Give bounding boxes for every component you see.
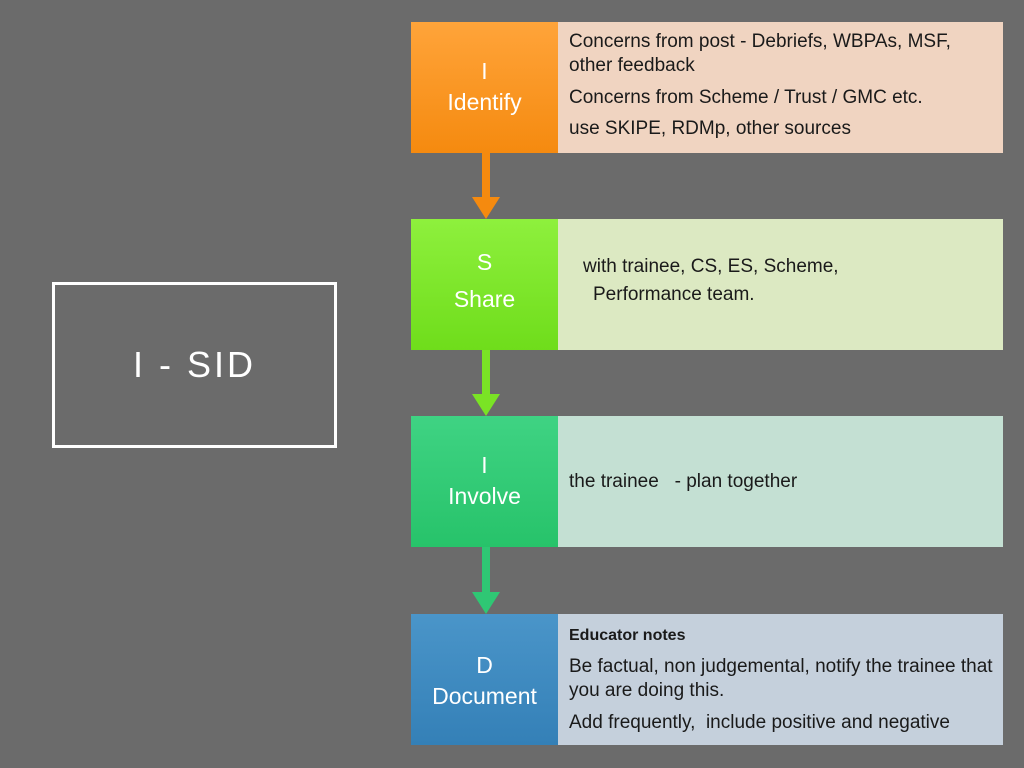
educator-notes-heading: Educator notes xyxy=(569,627,686,644)
step-identify-label: I Identify xyxy=(411,22,558,153)
step-share: S Share with trainee, CS, ES, Scheme, Pe… xyxy=(411,219,1003,350)
step-line: Concerns from Scheme / Trust / GMC etc. xyxy=(569,86,923,108)
step-involve: I Involve the trainee - plan together xyxy=(411,416,1003,547)
step-word: Identify xyxy=(447,89,522,116)
step-line: with trainee, CS, ES, Scheme, xyxy=(583,256,839,277)
step-line: Performance team. xyxy=(593,283,755,305)
arrow-involve-to-document xyxy=(472,547,500,614)
step-document: D Document Educator notes Be factual, no… xyxy=(411,614,1003,745)
arrow-head xyxy=(472,394,500,416)
step-line: Be factual, non judgemental, notify the … xyxy=(569,656,993,701)
arrow-head xyxy=(472,592,500,614)
step-involve-label: I Involve xyxy=(411,416,558,547)
step-share-label: S Share xyxy=(411,219,558,350)
step-document-content: Educator notes Be factual, non judgement… xyxy=(558,614,1003,745)
step-identify-content: Concerns from post - Debriefs, WBPAs, MS… xyxy=(558,22,1003,153)
step-word: Document xyxy=(432,683,537,710)
step-letter: D xyxy=(476,652,493,678)
arrow-shaft xyxy=(482,350,490,396)
step-line: the trainee - plan together xyxy=(569,471,798,492)
step-word: Share xyxy=(453,286,516,313)
step-line: Concerns from post - Debriefs, WBPAs, MS… xyxy=(569,31,951,76)
title-box: I - SID xyxy=(52,282,337,448)
step-word: Involve xyxy=(448,483,521,510)
step-document-label: D Document xyxy=(411,614,558,745)
step-involve-content: the trainee - plan together xyxy=(558,416,1003,547)
step-letter: I xyxy=(481,452,488,478)
step-letter: S xyxy=(476,249,493,275)
arrow-share-to-involve xyxy=(472,350,500,416)
arrow-shaft xyxy=(482,153,490,199)
arrow-identify-to-share xyxy=(472,153,500,219)
step-share-content: with trainee, CS, ES, Scheme, Performanc… xyxy=(558,219,1003,350)
step-line: Add frequently, include positive and neg… xyxy=(569,711,950,733)
step-identify: I Identify Concerns from post - Debriefs… xyxy=(411,22,1003,153)
diagram-title: I - SID xyxy=(132,344,256,385)
step-letter: I xyxy=(481,58,488,84)
arrow-shaft xyxy=(482,547,490,594)
arrow-head xyxy=(472,197,500,219)
step-line: use SKIPE, RDMp, other sources xyxy=(569,118,851,140)
